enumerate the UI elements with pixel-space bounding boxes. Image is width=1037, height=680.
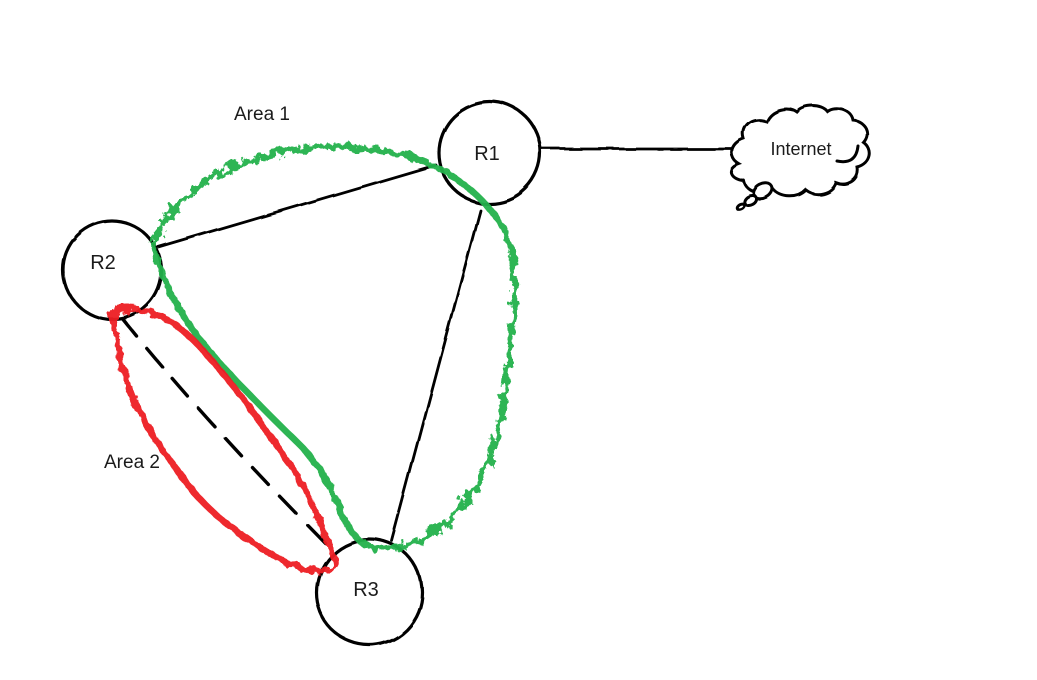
area1-boundary-loop	[149, 143, 518, 553]
router-label-r1: R1	[474, 143, 500, 165]
router-label-r2: R2	[90, 252, 116, 274]
router-node-r1	[437, 100, 543, 206]
area1-label: Area 1	[234, 104, 290, 125]
router-label-r3: R3	[353, 579, 379, 601]
link-r1-r3	[390, 208, 482, 543]
link-r2-r3-dashed	[119, 315, 346, 564]
router-node-r3	[314, 537, 424, 647]
area2-boundary-loop	[109, 305, 340, 575]
cloud-tail-bubble-3	[734, 201, 746, 211]
area-scribble-layer	[109, 143, 518, 575]
ink-layer	[61, 100, 872, 647]
cloud-inner-curl-icon	[836, 145, 861, 165]
area2-label: Area 2	[104, 452, 160, 473]
link-r2-r1	[156, 163, 438, 249]
internet-cloud-label: Internet	[770, 139, 831, 159]
